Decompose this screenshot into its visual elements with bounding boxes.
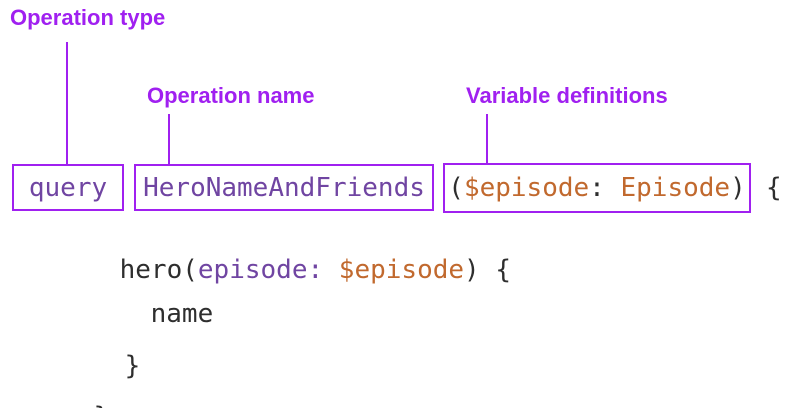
operation-name-connector-line xyxy=(168,114,170,164)
code-line-inner-close-brace: } xyxy=(62,321,141,408)
line3-field: name xyxy=(150,299,214,329)
line4-close-brace: } xyxy=(124,351,141,381)
code-line-name-field: name xyxy=(88,269,214,359)
line1-open-brace: { xyxy=(766,173,782,203)
operation-name-label: Operation name xyxy=(147,83,315,108)
line5-close-brace: } xyxy=(94,402,110,408)
vardef-type: Episode xyxy=(620,173,731,203)
operation-type-label: Operation type xyxy=(10,5,166,30)
code-line-hero-field: hero(episode: $episode) { xyxy=(57,225,511,315)
operation-name-value: HeroNameAndFriends xyxy=(143,172,425,203)
variable-definitions-label: Variable definitions xyxy=(466,83,668,108)
variable-definitions-connector-line xyxy=(486,114,488,164)
line2-close: ) { xyxy=(464,255,511,285)
operation-type-keyword: query xyxy=(28,172,108,203)
operation-type-connector-line xyxy=(66,42,68,164)
vardef-variable: $episode xyxy=(463,173,590,203)
vardef-colon: : xyxy=(589,173,621,203)
code-line-outer-close-brace: } xyxy=(31,372,110,408)
vardef-close-paren: ) xyxy=(730,173,746,203)
line1-open-brace-slot: { xyxy=(766,163,782,213)
line2-field-open: hero( xyxy=(119,255,198,285)
variable-definitions-box: ($episode: Episode) xyxy=(443,163,751,213)
vardef-open-paren: ( xyxy=(448,173,464,203)
line2-argument: episode: xyxy=(197,255,339,285)
operation-type-box: query xyxy=(12,164,124,211)
operation-name-box: HeroNameAndFriends xyxy=(134,164,434,211)
line2-variable: $episode xyxy=(338,255,465,285)
